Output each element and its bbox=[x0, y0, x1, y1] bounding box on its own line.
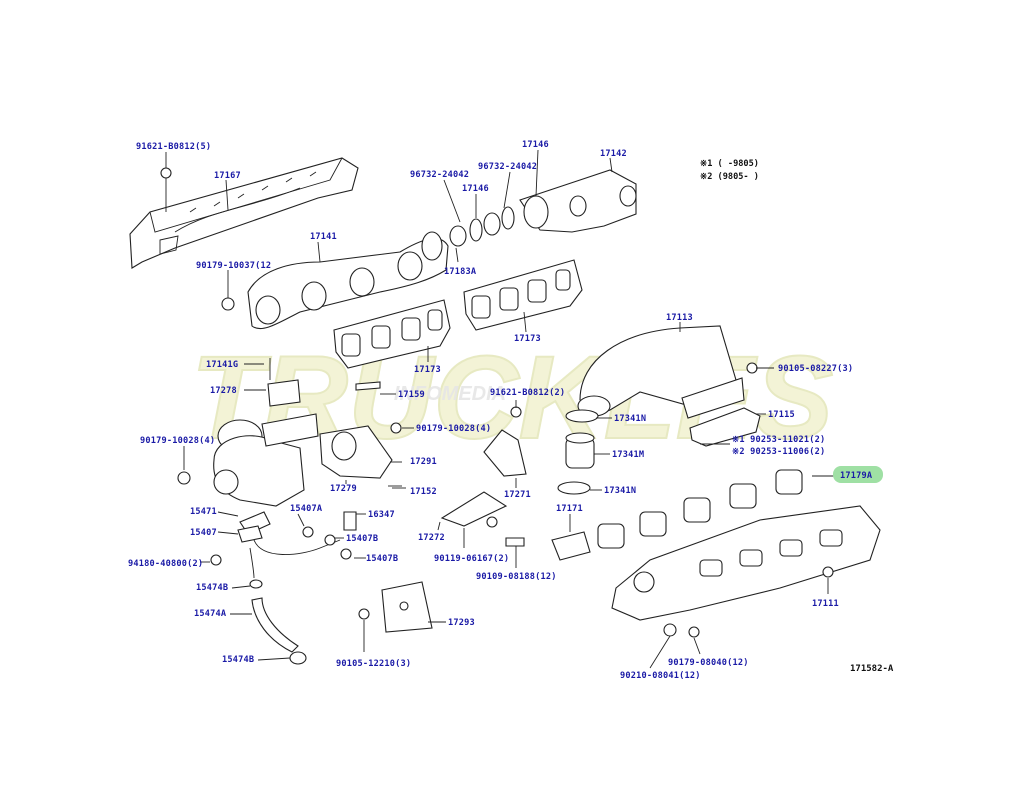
part-label[interactable]: 15474B bbox=[222, 655, 254, 665]
part-label[interactable]: 17113 bbox=[666, 313, 693, 323]
part-label[interactable]: 15407A bbox=[290, 504, 323, 514]
part-label[interactable]: 17111 bbox=[812, 599, 839, 609]
part-label[interactable]: 15474A bbox=[194, 609, 227, 619]
part-label[interactable]: 15407B bbox=[346, 534, 378, 544]
part-label[interactable]: 17141G bbox=[206, 360, 238, 370]
watermark-sub: INFOMEDIA bbox=[394, 383, 506, 405]
part-label[interactable]: ※1 90253-11021(2) bbox=[732, 435, 825, 445]
part-label[interactable]: 17279 bbox=[330, 484, 357, 494]
part-label[interactable]: 17179A bbox=[840, 471, 873, 481]
part-label[interactable]: 17142 bbox=[600, 149, 627, 159]
part-label[interactable]: 17141 bbox=[310, 232, 337, 242]
note-2: ※2 (9805- ) bbox=[700, 172, 759, 182]
part-label[interactable]: ※2 90253-11006(2) bbox=[732, 447, 825, 457]
note-1: ※1 ( -9805) bbox=[700, 159, 759, 169]
part-label[interactable]: 17271 bbox=[504, 490, 531, 500]
gasket-17179a-row bbox=[597, 469, 803, 549]
part-label[interactable]: 15471 bbox=[190, 507, 217, 517]
diagram-code: 171582-A bbox=[850, 664, 894, 674]
part-label[interactable]: 16347 bbox=[368, 510, 395, 520]
part-label[interactable]: 17159 bbox=[398, 390, 425, 400]
part-label[interactable]: 17341N bbox=[604, 486, 636, 496]
highlight-badge bbox=[833, 466, 883, 483]
part-label[interactable]: 17146 bbox=[522, 140, 549, 150]
part-label[interactable]: 17341M bbox=[612, 450, 644, 460]
fasteners-drawing bbox=[355, 381, 700, 638]
gasket-17173-left bbox=[333, 299, 451, 369]
part-label[interactable]: 96732-24042 bbox=[478, 162, 537, 172]
part-label[interactable]: 17173 bbox=[414, 365, 441, 375]
part-label[interactable]: 17183A bbox=[444, 267, 477, 277]
leader-lines bbox=[165, 149, 836, 669]
part-label[interactable]: 15407 bbox=[190, 528, 217, 538]
part-label[interactable]: 90210-08041(12) bbox=[620, 671, 701, 681]
part-label[interactable]: 17173 bbox=[514, 334, 541, 344]
part-label[interactable]: 17341N bbox=[614, 414, 646, 424]
part-label[interactable]: 17278 bbox=[210, 386, 237, 396]
part-label[interactable]: 96732-24042 bbox=[410, 170, 469, 180]
part-label[interactable]: 90179-08040(12) bbox=[668, 658, 749, 668]
part-label[interactable]: 90105-08227(3) bbox=[778, 364, 853, 374]
engine-cover-drawing bbox=[129, 157, 359, 269]
part-label[interactable]: 17152 bbox=[410, 487, 437, 497]
exhaust-manifold-17142-drawing bbox=[449, 169, 637, 247]
hose-clamps-drawing bbox=[557, 409, 599, 495]
part-label[interactable]: 17272 bbox=[418, 533, 445, 543]
part-label[interactable]: 17146 bbox=[462, 184, 489, 194]
exhaust-manifold-drawing bbox=[221, 231, 449, 330]
part-label[interactable]: 90179-10028(4) bbox=[416, 424, 491, 434]
part-label[interactable]: 17291 bbox=[410, 457, 437, 467]
part-label[interactable]: 15407B bbox=[366, 554, 398, 564]
part-label[interactable]: 91621-B0812(2) bbox=[490, 388, 565, 398]
part-label[interactable]: 17293 bbox=[448, 618, 475, 628]
part-label[interactable]: 90119-06167(2) bbox=[434, 554, 509, 564]
part-label[interactable]: 15474B bbox=[196, 583, 228, 593]
oil-pipe-drawing bbox=[210, 511, 357, 665]
part-label[interactable]: 90179-10028(4) bbox=[140, 436, 215, 446]
part-label[interactable]: 90109-08188(12) bbox=[476, 572, 557, 582]
gasket-17173-right bbox=[463, 259, 583, 331]
part-label[interactable]: 90179-10037(12 bbox=[196, 261, 271, 271]
part-label[interactable]: 17171 bbox=[556, 504, 583, 514]
intake-manifold-drawing bbox=[611, 505, 881, 621]
heat-shields-drawing bbox=[440, 406, 527, 528]
part-label[interactable]: 17167 bbox=[214, 171, 241, 181]
part-label[interactable]: 94180-40800(2) bbox=[128, 559, 203, 569]
bracket-drawing bbox=[358, 581, 433, 633]
part-label[interactable]: 17115 bbox=[768, 410, 795, 420]
turbocharger-drawing bbox=[177, 358, 393, 507]
gasket-17171-drawing bbox=[551, 531, 591, 561]
part-labels: 91621-B0812(5) 17167 90179-10037(12 1714… bbox=[128, 140, 883, 681]
gasket-17115-drawing bbox=[689, 407, 761, 447]
part-label[interactable]: 91621-B0812(5) bbox=[136, 142, 211, 152]
part-label[interactable]: 90105-12210(3) bbox=[336, 659, 411, 669]
